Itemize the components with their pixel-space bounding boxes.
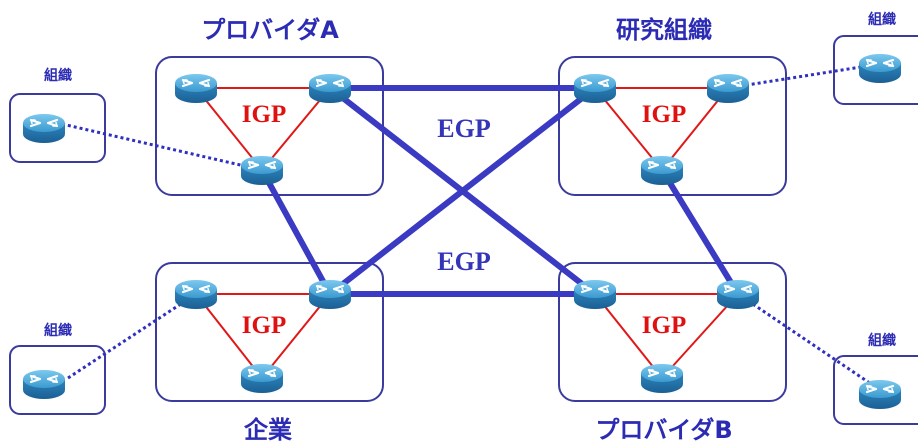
provider-b-box (558, 262, 787, 402)
stub-link-bottom-left (67, 292, 197, 380)
router-icon (173, 278, 219, 311)
router-icon (705, 72, 751, 105)
research-org-box (558, 56, 787, 196)
provider-a-title: プロバイダA (201, 16, 339, 44)
router-icon (572, 72, 618, 105)
egp-label-top: EGP (437, 114, 491, 143)
org-box-bottom-right (833, 355, 918, 425)
stub-link-top-left (61, 122, 263, 172)
org-box-top-left (9, 93, 106, 163)
router-icon (21, 368, 67, 401)
research-org-title: 研究組織 (616, 16, 712, 44)
egp-link-enterprise-research (327, 85, 598, 297)
org-box-bottom-left (9, 345, 106, 415)
provider-b-title: プロバイダB (595, 416, 732, 443)
org-title-bottom-left: 組織 (44, 322, 72, 339)
router-icon (307, 72, 353, 105)
router-icon (307, 278, 353, 311)
router-icon (572, 278, 618, 311)
stub-link-top-right (727, 62, 881, 90)
router-icon (715, 278, 761, 311)
router-icon (239, 362, 285, 395)
org-title-bottom-right: 組織 (868, 332, 896, 349)
router-icon (239, 154, 285, 187)
router-icon (639, 154, 685, 187)
router-icon (21, 112, 67, 145)
igp-triangle-enterprise (193, 293, 333, 380)
egp-label-middle: EGP (437, 247, 491, 276)
igp-label-provider-a: IGP (242, 101, 286, 128)
router-icon (857, 52, 903, 85)
org-title-top-right: 組織 (868, 11, 896, 28)
igp-triangle-provider-b (592, 293, 741, 380)
igp-triangle-provider-a (193, 87, 333, 172)
enterprise-box (155, 262, 384, 402)
org-title-top-left: 組織 (44, 67, 72, 84)
egp-link-a-enterprise (259, 167, 333, 297)
router-icon (857, 378, 903, 411)
egp-link-research-b (659, 167, 741, 297)
stub-link-bottom-right (737, 292, 881, 392)
router-icon (639, 362, 685, 395)
enterprise-title: 企業 (244, 416, 292, 443)
igp-label-enterprise: IGP (242, 312, 286, 339)
igp-triangle-research-org (592, 87, 731, 172)
igp-label-research-org: IGP (642, 101, 686, 128)
org-box-top-right (833, 35, 918, 105)
igp-label-provider-b: IGP (642, 312, 686, 339)
router-icon (173, 72, 219, 105)
